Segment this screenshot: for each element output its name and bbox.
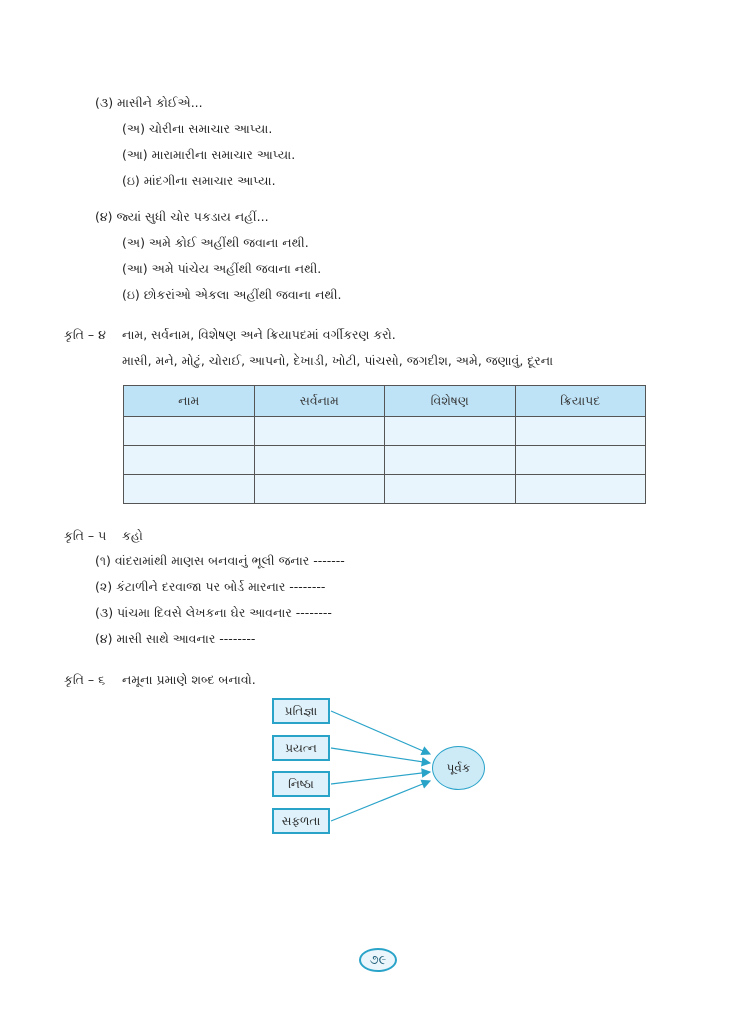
header-adjective: વિશેષણ <box>384 385 516 417</box>
kruti5-item-2: (૨) કંટાળીને દરવાજા પર બોર્ડ મારનાર ----… <box>95 579 326 594</box>
q4-option-a: (અ) અમે કોઈ અહીંથી જવાના નથી. <box>122 235 309 250</box>
arrow-4 <box>330 779 432 822</box>
kruti5-item-1: (૧) વાંદરામાંથી માણસ બનવાનું ભૂલી જનાર -… <box>95 553 345 568</box>
kruti6-label: કૃતિ – ૬ <box>64 672 106 687</box>
table-cell[interactable] <box>514 474 646 504</box>
arrow-2 <box>330 747 432 767</box>
table-cell[interactable] <box>384 445 516 475</box>
kruti5-item-4: (૪) માસી સાથે આવનાર -------- <box>95 631 256 646</box>
table-header-row: નામ સર્વનામ વિશેષણ ક્રિયાપદ <box>123 385 646 417</box>
table-cell[interactable] <box>514 416 646 446</box>
q3-option-b: (આ) મારામારીના સમાચાર આપ્યા. <box>122 147 296 162</box>
word-box-pratigna: પ્રતિજ્ઞા <box>272 698 330 724</box>
kruti5-item-3: (૩) પાંચમા દિવસે લેખકના ઘેર આવનાર ------… <box>95 605 332 620</box>
q4-option-c: (ઇ) છોકરાંઓ એકલા અહીંથી જવાના નથી. <box>122 287 342 302</box>
kruti4-word-list: માસી, મને, મોટું, ચોરાઈ, આપનો, દેખાડી, ખ… <box>122 353 554 368</box>
arrow-1 <box>330 710 432 756</box>
table-cell[interactable] <box>253 416 385 446</box>
page-number: ૭૯ <box>359 948 397 972</box>
kruti5-label: કૃતિ – ૫ <box>64 528 107 543</box>
kruti4-label: કૃતિ – ૪ <box>64 327 106 342</box>
q3-stem: (૩) માસીને કોઈએ... <box>95 95 203 110</box>
q3-option-c: (ઇ) માંદગીના સમાચાર આપ્યા. <box>122 173 276 188</box>
suffix-oval: પૂર્વક <box>432 746 485 790</box>
q3-option-a: (અ) ચોરીના સમાચાર આપ્યા. <box>122 121 273 136</box>
table-row <box>123 416 646 446</box>
word-box-safalta: સફળતા <box>272 808 330 834</box>
table-cell[interactable] <box>253 474 385 504</box>
word-box-prayatna: પ્રયત્ન <box>272 735 330 761</box>
arrow-3 <box>330 768 432 785</box>
q4-option-b: (આ) અમે પાંચેય અહીંથી જવાના નથી. <box>122 261 322 276</box>
kruti4-instruction: નામ, સર્વનામ, વિશેષણ અને ક્રિયાપદમાં વર્… <box>122 327 396 342</box>
table-cell[interactable] <box>384 474 516 504</box>
kruti6-instruction: નમૂના પ્રમાણે શબ્દ બનાવો. <box>122 672 256 687</box>
header-pronoun: સર્વનામ <box>253 385 385 417</box>
classification-table: નામ સર્વનામ વિશેષણ ક્રિયાપદ <box>123 385 646 504</box>
kruti5-instruction: કહો <box>122 528 143 543</box>
q4-stem: (૪) જ્યાં સુધી ચોર પકડાય નહીં... <box>95 209 269 224</box>
table-row <box>123 474 646 504</box>
word-box-nishtha: નિષ્ઠા <box>272 771 330 797</box>
header-verb: ક્રિયાપદ <box>514 385 646 417</box>
table-cell[interactable] <box>123 416 255 446</box>
header-noun: નામ <box>123 385 255 417</box>
table-cell[interactable] <box>384 416 516 446</box>
table-cell[interactable] <box>123 474 255 504</box>
